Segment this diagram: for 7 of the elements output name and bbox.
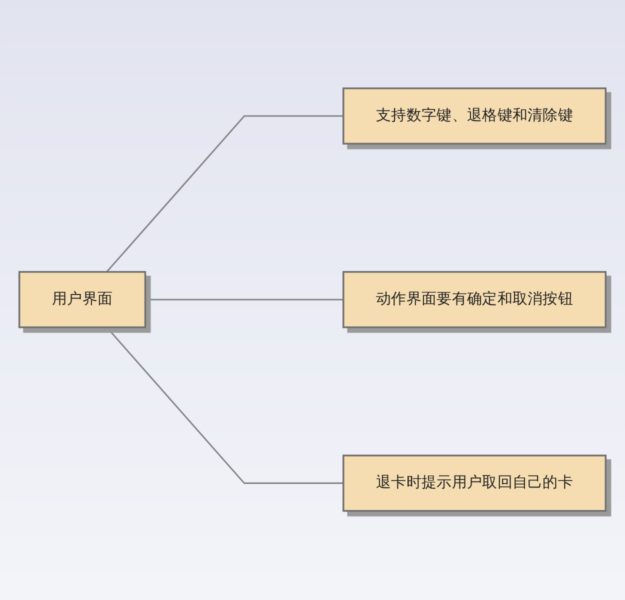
node-box: 用户界面: [18, 271, 146, 329]
connector: [106, 116, 344, 273]
node-box: 支持数字键、退格键和清除键: [342, 88, 607, 145]
node-box: 动作界面要有确定和取消按钮: [342, 271, 607, 329]
node-box: 退卡时提示用户取回自己的卡: [342, 455, 607, 512]
connector: [145, 299, 344, 301]
connector: [106, 327, 344, 484]
